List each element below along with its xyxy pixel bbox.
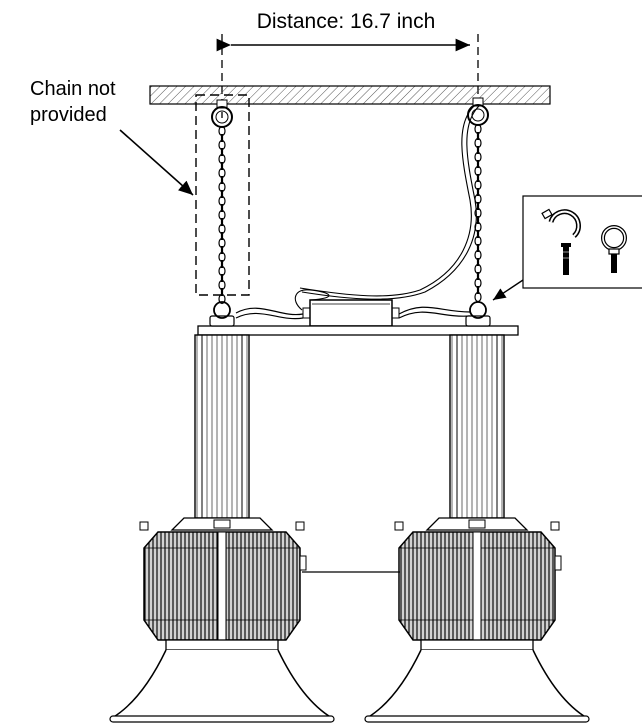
distance-dimension: Distance: 16.7 inch — [216, 10, 479, 118]
ceiling-plate — [149, 85, 551, 105]
chain-note-arrow — [119, 129, 194, 196]
left-chain — [218, 125, 226, 305]
lamp-fixture-right — [364, 334, 590, 723]
chain-note: Chain not provided — [30, 78, 194, 196]
chain-highlight-box — [195, 94, 250, 296]
right-chain — [474, 123, 482, 303]
open-hook-icon — [541, 208, 581, 275]
lamp-fixture-left — [109, 334, 335, 723]
power-cable — [299, 105, 475, 297]
eye-bolt-icon — [601, 225, 627, 273]
chain-note-line2: provided — [30, 104, 107, 126]
inset-pointer-arrow — [492, 279, 524, 301]
chain-note-line1: Chain not — [30, 78, 116, 100]
hook-detail-inset — [492, 195, 642, 301]
distance-label: Distance: 16.7 inch — [257, 10, 436, 33]
mounting-bar — [197, 301, 519, 336]
